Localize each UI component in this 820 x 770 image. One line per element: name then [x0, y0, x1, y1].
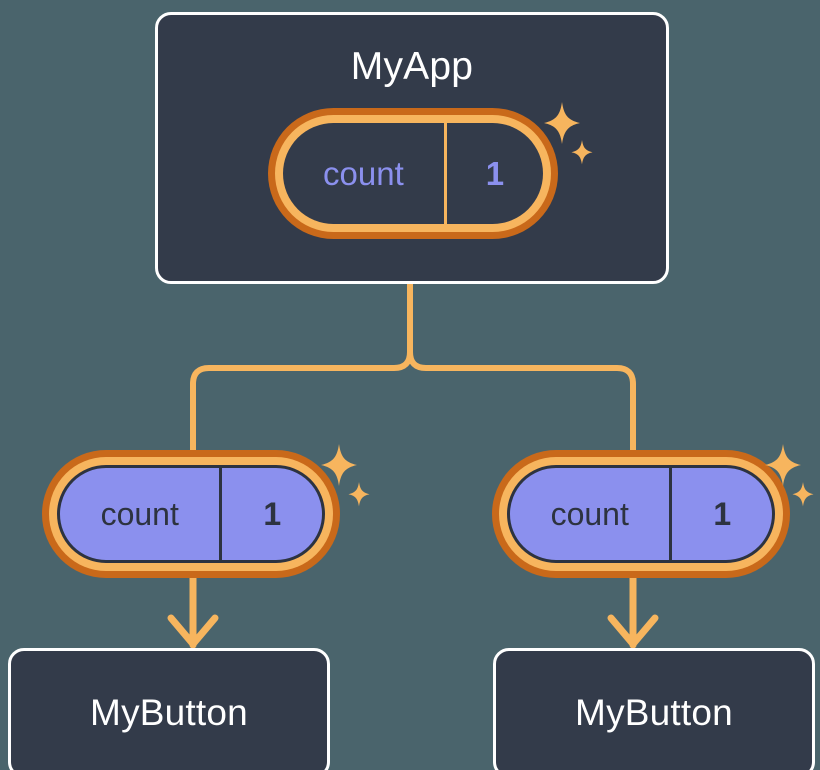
- arrow-down-icon-right-head: [607, 614, 659, 648]
- state-key-label: count: [510, 468, 673, 560]
- state-pill-ring: count 1: [499, 457, 783, 571]
- state-value-label: 1: [263, 495, 282, 532]
- state-key-label: count: [283, 123, 447, 224]
- arrow-down-icon-left-head: [167, 614, 219, 648]
- state-pill-button-right[interactable]: count 1: [492, 450, 790, 578]
- tree-branch-connector: [190, 281, 413, 455]
- state-pill-body: count 1: [507, 465, 775, 563]
- state-pill-myapp[interactable]: count 1: [268, 108, 558, 239]
- state-pill-ring: count 1: [275, 115, 551, 232]
- state-pill-button-left[interactable]: count 1: [42, 450, 340, 578]
- state-pill-body: count 1: [57, 465, 325, 563]
- tree-branch-connector-right: [407, 349, 636, 455]
- component-card-mybutton-left[interactable]: MyButton: [8, 648, 330, 770]
- component-label-myapp: MyApp: [350, 45, 474, 88]
- component-label-mybutton: MyButton: [90, 692, 248, 733]
- state-pill-body: count 1: [283, 123, 543, 224]
- state-key-label: count: [60, 468, 223, 560]
- state-pill-ring: count 1: [49, 457, 333, 571]
- component-card-mybutton-right[interactable]: MyButton: [493, 648, 815, 770]
- state-value-label: 1: [485, 154, 505, 192]
- component-label-mybutton: MyButton: [575, 692, 733, 733]
- state-value-label: 1: [713, 495, 732, 532]
